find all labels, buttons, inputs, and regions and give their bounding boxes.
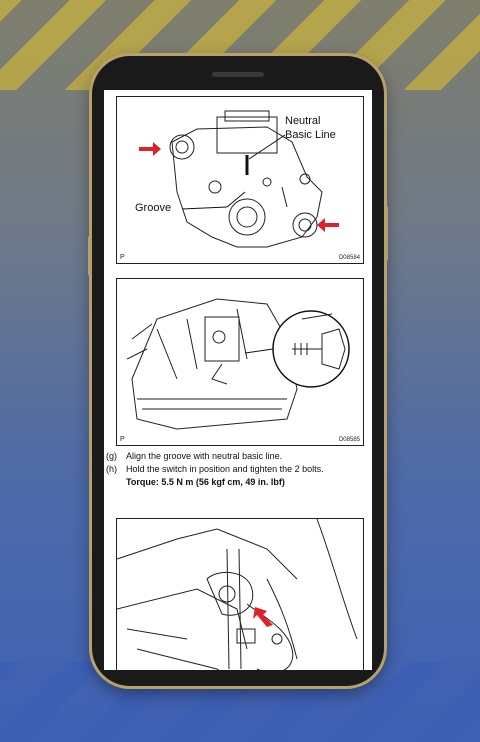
red-arrow-right <box>317 218 339 232</box>
step-g-letter: (g) <box>106 451 117 461</box>
manual-page[interactable]: Neutral Basic Line Groove P D08584 <box>104 90 372 670</box>
step-g: (g) Align the groove with neutral basic … <box>106 450 283 462</box>
step-h: (h) Hold the switch in position and tigh… <box>106 463 324 475</box>
figure-neutral-switch-drawing <box>139 110 339 248</box>
figure1-corner-letter: P <box>120 254 125 261</box>
figure1-code: D08584 <box>338 255 360 261</box>
step-g-text: Align the groove with neutral basic line… <box>126 451 283 461</box>
step-h-text: Hold the switch in position and tighten … <box>126 464 324 474</box>
figure2-corner-letter: P <box>120 436 125 443</box>
label-basic-line: Basic Line <box>285 129 336 141</box>
figure-switch-detail-drawing <box>116 518 358 670</box>
power-button <box>384 206 388 261</box>
figure-neutral-switch: Neutral Basic Line Groove P D08584 <box>116 96 364 264</box>
torque-spec: Torque: 5.5 N m (56 kgf cm, 49 in. lbf) <box>126 477 285 487</box>
red-arrow-left <box>139 142 161 156</box>
figure2-code: D08585 <box>338 437 360 443</box>
figure-switch-installation-drawing <box>126 298 350 430</box>
label-groove: Groove <box>135 202 172 214</box>
phone-speaker <box>212 72 264 77</box>
step-h-letter: (h) <box>106 464 117 474</box>
label-neutral: Neutral <box>285 115 321 127</box>
figure-switch-installation: P D08585 <box>116 278 364 446</box>
red-arrow-detail <box>253 607 273 627</box>
figure-switch-detail <box>116 518 364 670</box>
phone-frame: Neutral Basic Line Groove P D08584 <box>88 56 388 686</box>
volume-button <box>88 236 92 276</box>
